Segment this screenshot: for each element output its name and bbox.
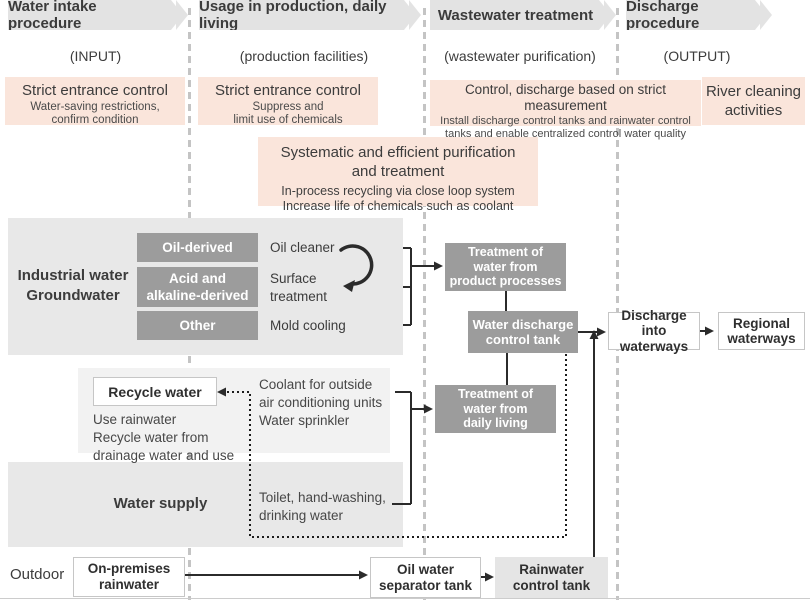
recycle-loop-arrow [339, 244, 374, 286]
header-label: Discharge procedure [626, 0, 700, 32]
note-detail: Install discharge control tanks and rain… [440, 115, 691, 140]
arrowhead [359, 570, 368, 580]
on-premises-rainwater-box: On-premises rainwater [73, 557, 185, 597]
oil-water-separator-tank-box: Oil water separator tank [370, 557, 481, 598]
toilet-description: Toilet, hand-washing, drinking water [259, 490, 386, 523]
header-water-intake: Water intake procedure [8, 0, 188, 30]
water-discharge-control-tank-box: Water discharge control tank [468, 311, 578, 353]
category-other: Other [137, 311, 258, 340]
arrowhead-loop [343, 280, 355, 292]
subtitle-production-facilities: (production facilities) [239, 48, 369, 64]
header-label: Wastewater treatment [437, 6, 594, 24]
water-supply-container [8, 462, 403, 547]
note-intake-control: Strict entrance control Water-saving res… [5, 77, 185, 126]
regional-waterways-box: Regional waterways [718, 312, 805, 350]
note-title: Control, discharge based on strict measu… [464, 82, 667, 113]
water-supply-label: Water supply [113, 495, 208, 512]
header-discharge: Discharge procedure [626, 0, 772, 30]
note-detail: In-process recycling via close loop syst… [281, 184, 515, 213]
arrowhead-dotted [217, 387, 226, 397]
note-title: Strict entrance control [22, 82, 168, 99]
arrowhead [485, 572, 494, 582]
industrial-water-label: Industrial water Groundwater [17, 267, 129, 304]
chevron-arrow-icon [604, 0, 616, 30]
daily-living-bus-line [392, 391, 412, 505]
bottom-rule [0, 598, 810, 599]
process-surface-treatment: Surface treatment [270, 271, 328, 304]
note-river-cleaning: River cleaning activities [702, 77, 805, 125]
recycle-dotted-path [224, 354, 567, 538]
subtitle-wastewater-purification: (wastewater purification) [444, 48, 596, 64]
treatment-product-processes-box: Treatment of water from product processe… [445, 243, 566, 291]
recycle-water-box: Recycle water [93, 377, 217, 406]
outdoor-label: Outdoor [10, 566, 65, 583]
chevron-arrow-icon [409, 0, 421, 30]
column-separator-2 [423, 8, 426, 600]
process-mold-cooling: Mold cooling [270, 318, 346, 333]
column-separator-3 [616, 8, 619, 600]
treatment-daily-living-box: Treatment of water from daily living [435, 385, 556, 433]
coolant-description: Coolant for outside air conditioning uni… [259, 377, 383, 428]
arrowhead-up [589, 330, 599, 339]
recycle-description: Use rainwater Recycle water from drainag… [93, 412, 235, 463]
subtitle-input: (INPUT) [69, 48, 122, 64]
rainwater-control-tank-box: Rainwater control tank [495, 557, 608, 598]
arrowhead [424, 404, 433, 414]
header-label: Usage in production, daily living [199, 0, 387, 32]
note-purification: Systematic and efficient purification an… [258, 137, 538, 213]
note-detail: Water-saving restrictions, confirm condi… [30, 101, 160, 126]
discharge-into-waterways-box: Discharge into waterways [608, 308, 700, 354]
category-oil-derived: Oil-derived [137, 233, 258, 262]
note-title: Systematic and efficient purification an… [280, 144, 516, 180]
note-detail: Suppress and limit use of chemicals [233, 101, 343, 126]
header-wastewater: Wastewater treatment [430, 0, 616, 30]
process-oil-cleaner: Oil cleaner [270, 240, 335, 255]
chevron-arrow-icon [760, 0, 772, 30]
industrial-bus-line [403, 247, 412, 326]
category-acid-alkaline: Acid and alkaline-derived [137, 267, 258, 307]
note-usage-control: Strict entrance control Suppress and lim… [198, 77, 378, 126]
arrowhead [597, 327, 606, 337]
arrowhead [705, 326, 714, 336]
note-title: Strict entrance control [215, 82, 361, 99]
subtitle-output: (OUTPUT) [663, 48, 731, 64]
note-measurement-control: Control, discharge based on strict measu… [430, 80, 701, 140]
arrowhead [434, 261, 443, 271]
header-label: Water intake procedure [8, 0, 97, 32]
header-usage: Usage in production, daily living [199, 0, 421, 30]
chevron-arrow-icon [176, 0, 188, 30]
